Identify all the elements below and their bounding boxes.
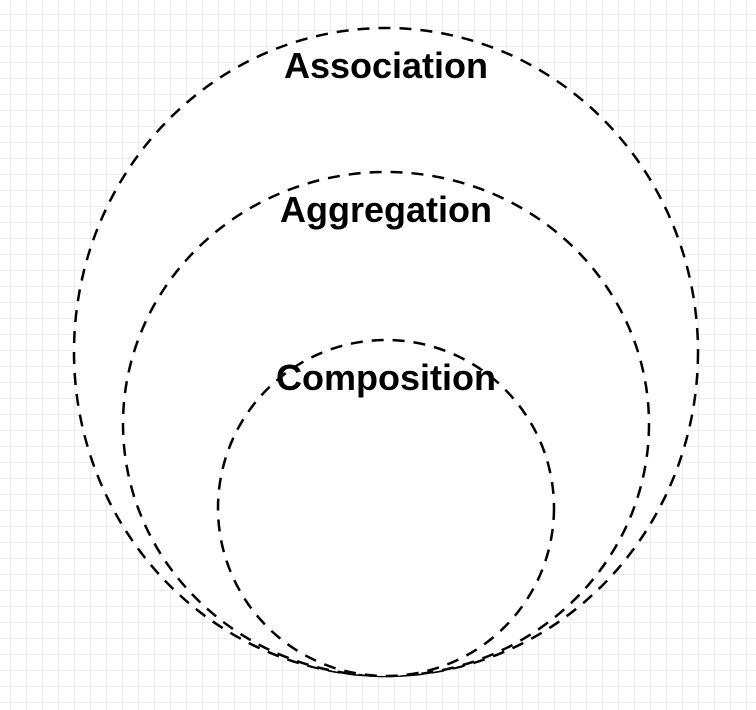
composition-circle (216, 338, 556, 678)
composition-label: Composition (276, 357, 496, 398)
aggregation-label: Aggregation (280, 189, 492, 230)
association-label: Association (283, 45, 489, 86)
